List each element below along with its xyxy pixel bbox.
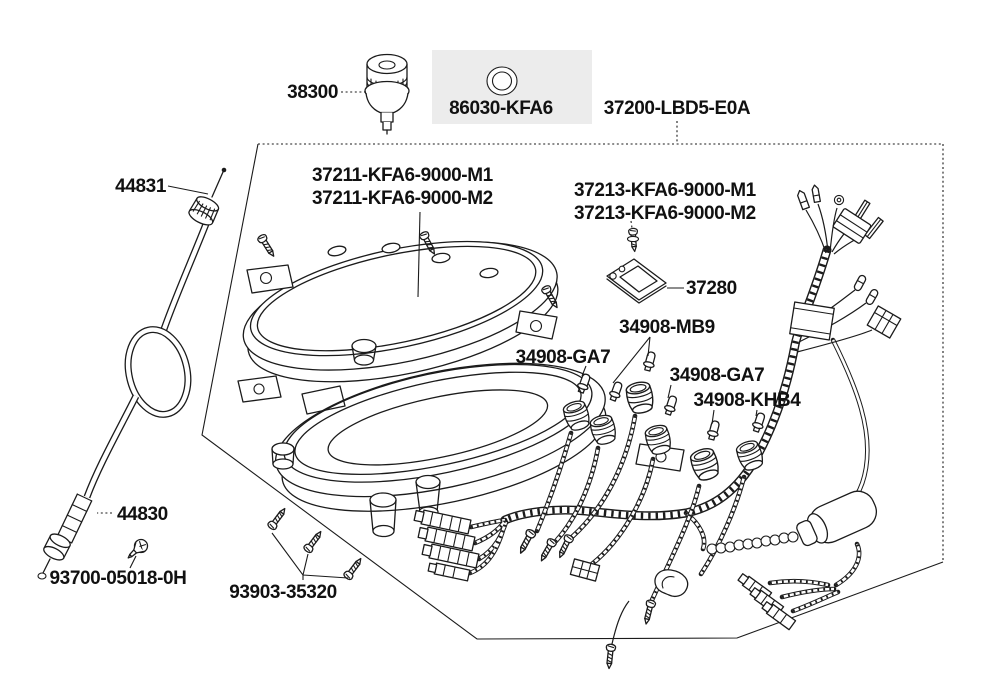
part-37213-screw-drawing xyxy=(626,227,640,253)
part-38300-buzzer-drawing xyxy=(364,53,410,135)
part-93700-screw-drawing xyxy=(127,538,149,559)
harness-mid-connector xyxy=(569,558,601,582)
harness-connector-stack xyxy=(413,507,480,582)
label-37211-line2: 37211-KFA6-9000-M2 xyxy=(312,188,493,209)
harness-bolts xyxy=(515,527,657,670)
part-93903-screws-drawing xyxy=(266,505,366,582)
label-34908-khb4: 34908-KHB4 xyxy=(694,390,802,411)
part-37211-upper-cover-drawing xyxy=(242,240,559,383)
harness-top-terminals xyxy=(797,184,902,339)
wire-harness-drawing xyxy=(413,184,902,645)
label-37213-line2: 37213-KFA6-9000-M2 xyxy=(574,203,756,224)
label-34908-ga7-left: 34908-GA7 xyxy=(516,347,611,368)
label-37200-lbd5-e0a: 37200-LBD5-E0A xyxy=(604,98,751,119)
part-lower-case-drawing xyxy=(237,362,685,538)
harness-clip xyxy=(654,569,689,597)
label-93700-05018-0h: 93700-05018-0H xyxy=(49,568,186,589)
assembly-boundary-box xyxy=(201,143,944,640)
label-44831: 44831 xyxy=(115,176,167,197)
label-34908-mb9: 34908-MB9 xyxy=(619,317,715,338)
label-38300: 38300 xyxy=(287,82,338,103)
label-44830: 44830 xyxy=(117,504,168,525)
harness-tape-band xyxy=(789,301,835,341)
part-37280-plate-drawing xyxy=(606,258,667,304)
leader-lines xyxy=(97,91,758,580)
part-86030-ring-drawing xyxy=(486,66,518,96)
labels: 38300 86030-KFA6 37200-LBD5-E0A 37211-KF… xyxy=(49,82,801,603)
label-37213-line1: 37213-KFA6-9000-M1 xyxy=(574,180,757,201)
part-44831-cable-drawing xyxy=(83,167,227,499)
part-44830-cable-end-drawing xyxy=(37,493,93,580)
label-37211-line1: 37211-KFA6-9000-M1 xyxy=(312,165,494,186)
harness-coil xyxy=(706,531,799,555)
label-37280: 37280 xyxy=(686,278,737,299)
label-34908-ga7-right: 34908-GA7 xyxy=(670,365,765,386)
label-86030-kfa6: 86030-KFA6 xyxy=(449,98,553,119)
label-93903-35320: 93903-35320 xyxy=(229,582,337,603)
harness-barrel xyxy=(796,490,877,547)
